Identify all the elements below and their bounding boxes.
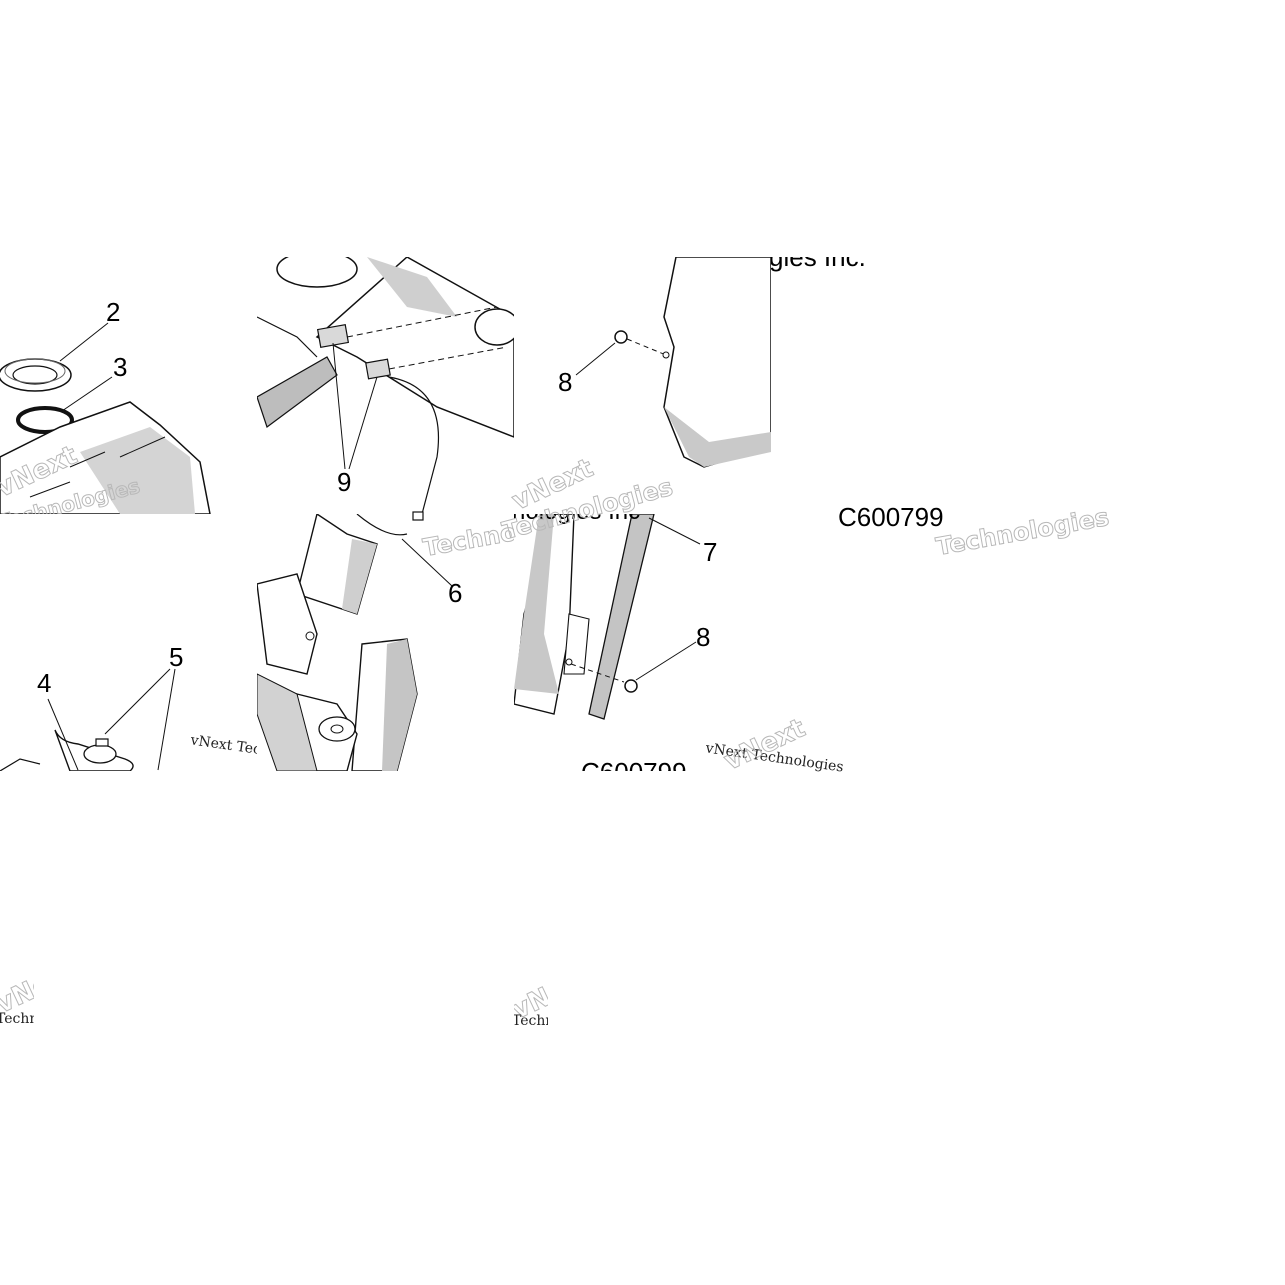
drawing-code-bottom: C600799 (581, 759, 687, 771)
callout-9: 9 (337, 467, 352, 497)
diagram-tile-rings: 2 3 vNext Technologies (0, 257, 257, 514)
watermark-vnext-bl: vNext (0, 971, 34, 1020)
watermark-tech-bm: Technologies (514, 1013, 548, 1029)
diagram-tile-side-bracket: 8 (514, 257, 771, 514)
callout-6: 6 (448, 578, 463, 608)
diagram-tile-access-plate: 4 5 vNext Technologies (0, 514, 257, 771)
callout-4: 4 (37, 668, 52, 698)
callout-5: 5 (169, 642, 184, 672)
screw-icon (412, 511, 424, 521)
access-plate-drawing (0, 668, 176, 771)
side-bracket-drawing (575, 257, 771, 468)
copyright-fragment-top: gies Inc. (771, 257, 866, 272)
diagram-tile-panel-clips: 0 9 (257, 257, 514, 514)
callout-8-upper: 8 (558, 367, 573, 397)
copyright-fragment-middle: nologies Inc (514, 514, 640, 524)
diagram-tile-lower-panel: 6 Technologies (257, 514, 514, 771)
callout-2: 2 (106, 297, 121, 327)
watermark-technologies-right: Technologies (933, 503, 1112, 562)
drawing-code-right: C600799 (838, 502, 944, 532)
side-panel-drawing (514, 514, 701, 720)
watermark-tech-bl: Technologies (0, 1011, 34, 1027)
diagram-tile-copyright-top: gies Inc. (771, 257, 1028, 287)
rings-drawing (0, 322, 211, 514)
watermark-fragment-bottom-left: vNext Technologies (0, 971, 34, 1031)
callout-8-lower: 8 (696, 622, 711, 652)
panel-clips-drawing (257, 257, 514, 514)
diagram-tile-side-panel: 7 8 nologies Inc C600799 (514, 514, 771, 771)
callout-7: 7 (703, 537, 718, 567)
watermark-fragment-bottom-mid: vNext Technologies (514, 971, 548, 1031)
watermark-vnext-bm: vNext (514, 971, 548, 1026)
callout-3: 3 (113, 352, 128, 382)
lower-panel-drawing (257, 514, 453, 771)
